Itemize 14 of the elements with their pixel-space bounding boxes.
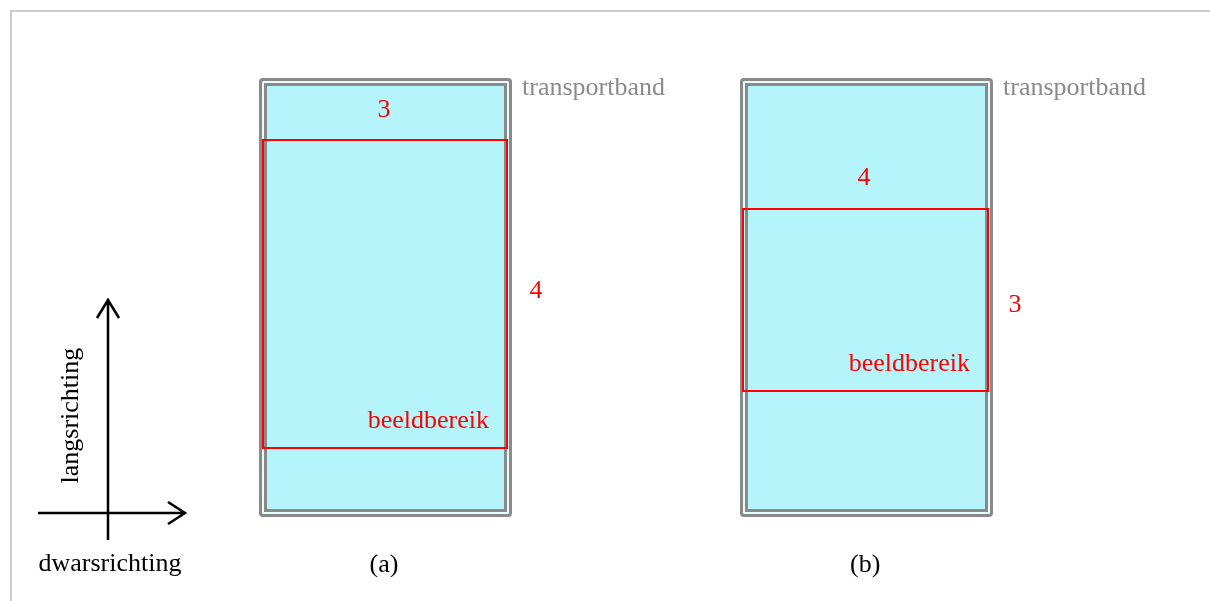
panel-label: (a) [369, 547, 399, 579]
dimension-label: 4 [529, 273, 543, 305]
image-area-frame [742, 208, 989, 392]
belt-label: transportband [522, 72, 665, 102]
dimension-label: 3 [1008, 287, 1022, 319]
image-area-frame [262, 139, 508, 449]
dimension-label: 4 [857, 160, 871, 192]
axis-label: dwarsrichting [38, 546, 182, 578]
belt-label: transportband [1003, 72, 1146, 102]
axis-label: langsrichting [54, 347, 86, 483]
area-label: beeldbereik [848, 348, 970, 378]
dimension-label: 3 [377, 92, 391, 124]
area-label: beeldbereik [367, 405, 489, 435]
panel-label: (b) [850, 547, 881, 579]
